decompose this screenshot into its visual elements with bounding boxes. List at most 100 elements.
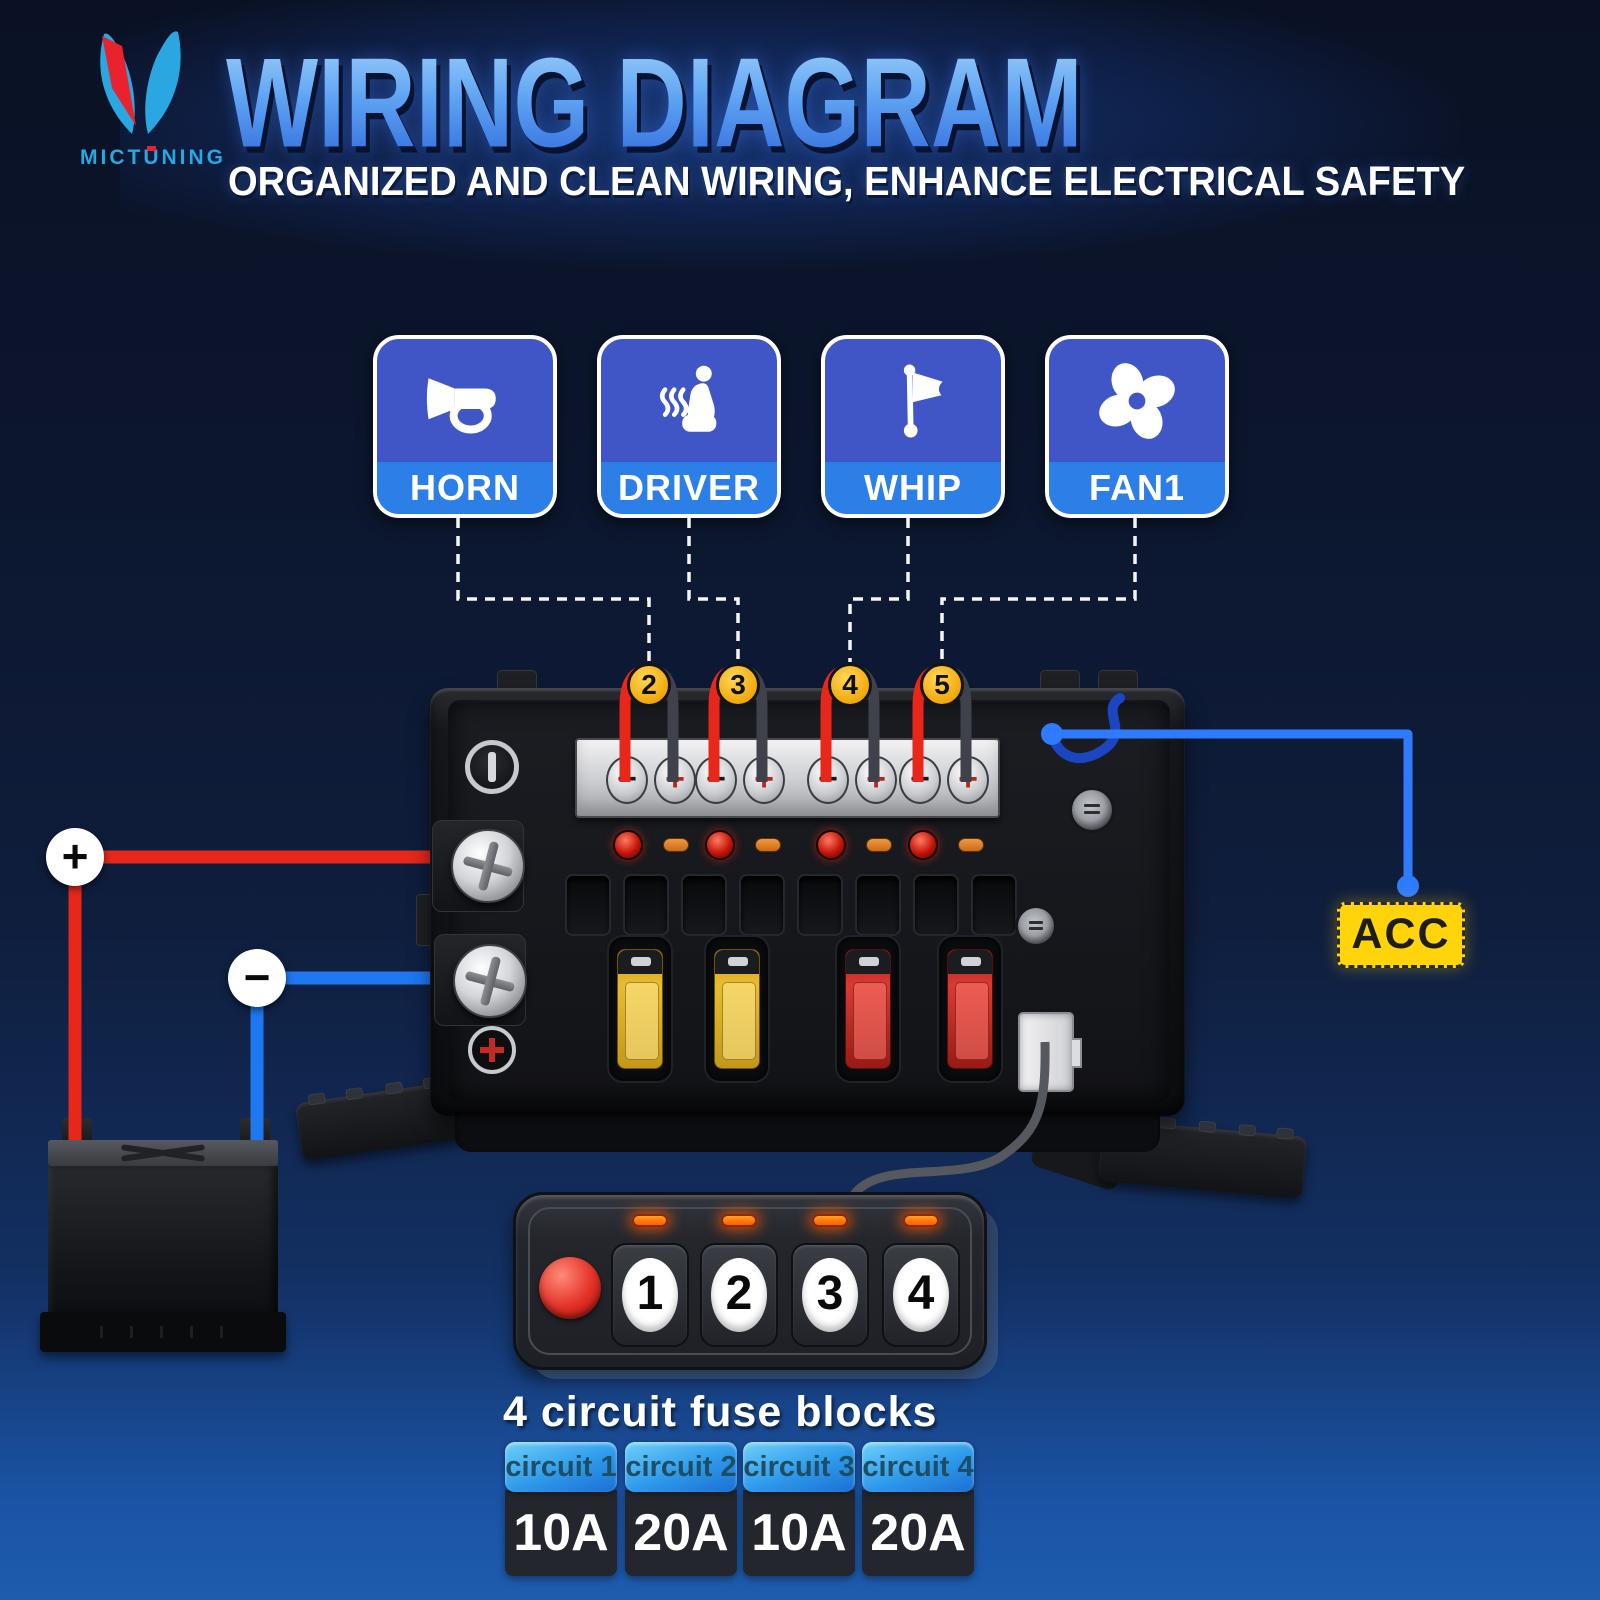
terminal-screw-minus: − [807,756,849,804]
switch3-led [812,1214,848,1227]
capacitor-icon [1015,905,1057,947]
switch-harness-connector [1018,1012,1074,1092]
fuse-slot [681,874,727,936]
accessory-label: HORN [377,462,553,514]
acc-wire-end-dot [1397,875,1419,897]
fuse-holder [835,935,901,1083]
fuse-table-title: 4 circuit fuse blocks [503,1388,938,1436]
positive-badge: + [46,828,104,886]
phillips-screw-icon [451,829,525,903]
power-terminal-slot [488,752,496,782]
fuse-slot [797,874,843,936]
master-button [539,1257,601,1319]
title-glow [120,0,1460,270]
switch-3-number: 3 [802,1258,858,1332]
circuit2-amperage: 20A [625,1490,737,1576]
accessory-label: DRIVER [601,462,777,514]
block-clip [497,670,537,691]
whip-flag-icon [825,339,1001,462]
fuse-slot [565,874,611,936]
switch1-led [632,1214,668,1227]
terminal-badge-4: 4 [828,663,872,707]
terminal-screw-minus: − [606,756,648,804]
page-title: WIRING DIAGRAM [226,30,1226,176]
status-led [816,830,846,860]
accessory-card-fan1: FAN1 [1045,335,1229,518]
terminal-strip: − + − + − + − + [575,738,1000,818]
battery-body [48,1166,278,1316]
terminal-screw-plus: + [654,756,696,804]
circuit1-header: circuit 1 [505,1442,617,1492]
fuse-slot [971,874,1017,936]
circuit1-amperage: 10A [505,1490,617,1576]
mictuning-logo-icon [100,31,181,135]
switch-2: 2 [700,1243,778,1347]
fan-icon [1049,339,1225,462]
fuse-10a-yellow [617,949,663,1069]
circuit3-amperage: 10A [743,1490,855,1576]
circuit2-header: circuit 2 [625,1442,737,1492]
terminal-screw-minus: − [899,756,941,804]
switch-1: 1 [611,1243,689,1347]
switch-1-number: 1 [622,1258,678,1332]
switch-4: 4 [882,1243,960,1347]
brand-wordmark: MICTUNING [80,146,226,169]
panel-bezel [528,1207,972,1355]
status-led [908,830,938,860]
switch-4-number: 4 [893,1258,949,1332]
heated-seat-icon [601,339,777,462]
terminal-badge-5: 5 [920,663,964,707]
switch4-led [903,1214,939,1227]
fuse-holder [704,935,770,1083]
capacitor-icon [1069,787,1115,833]
circuit4-amperage: 20A [862,1490,974,1576]
page-subtitle: ORGANIZED AND CLEAN WIRING, ENHANCE ELEC… [228,158,1466,204]
battery-top [48,1140,278,1166]
dashed-link-fan1 [940,518,1137,662]
indicator-pill [755,838,781,852]
block-clip [1040,670,1080,691]
terminal-badge-2: 2 [627,663,671,707]
fuse-holder [937,935,1003,1083]
fuse-holder [607,935,673,1083]
block-clip [1098,670,1138,691]
power-terminal-icon [465,740,519,794]
status-led [613,830,643,860]
fuse-block-lip [455,1112,1160,1152]
terminal-badge-3: 3 [716,663,760,707]
fuse-20a-red [947,949,993,1069]
fuse-10a-red [845,949,891,1069]
accessory-card-whip: WHIP [821,335,1005,518]
horn-icon [377,339,553,462]
terminal-screw-plus: + [855,756,897,804]
switch2-led [721,1214,757,1227]
phillips-screw-icon [453,944,527,1018]
acc-label: ACC [1337,902,1465,968]
fuse-slot [623,874,669,936]
fuse-20a-yellow [714,949,760,1069]
battery-base [40,1312,286,1352]
terminal-screw-plus: + [743,756,785,804]
circuit4-header: circuit 4 [862,1442,974,1492]
dashed-link-whip [848,518,910,662]
indicator-pill [958,838,984,852]
switch-panel: 1 2 3 4 [513,1192,987,1370]
positive-mark-icon [468,1026,516,1074]
fuse-slot [913,874,959,936]
status-led [705,830,735,860]
accessory-card-horn: HORN [373,335,557,518]
accessory-label: FAN1 [1049,462,1225,514]
fuse-slot [855,874,901,936]
terminal-screw-minus: − [695,756,737,804]
indicator-pill [866,838,892,852]
accessory-label: WHIP [825,462,1001,514]
circuit3-header: circuit 3 [743,1442,855,1492]
switch-2-number: 2 [711,1258,767,1332]
fuse-slot [739,874,785,936]
switch-3: 3 [791,1243,869,1347]
negative-badge: − [228,949,286,1007]
indicator-pill [663,838,689,852]
dashed-link-horn [456,518,651,662]
connector-notch [1072,1038,1082,1068]
logo-t-accent [147,146,156,151]
